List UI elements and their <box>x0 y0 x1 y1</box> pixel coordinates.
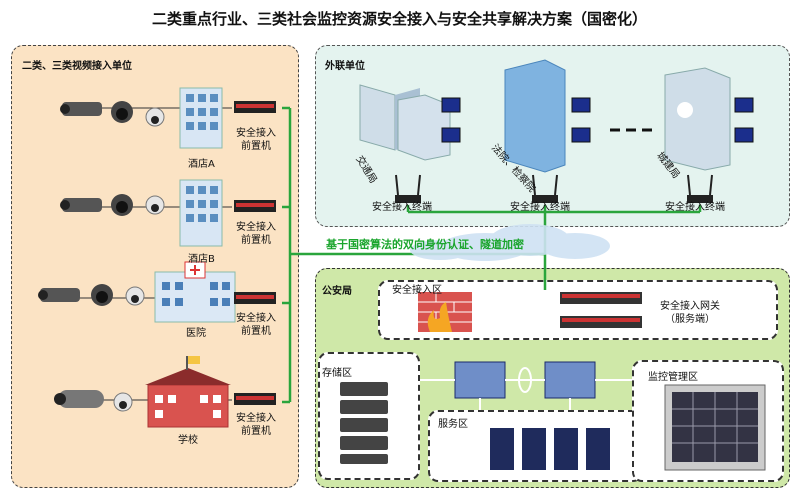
firewall-icon <box>418 292 472 332</box>
gateway-label: 安全接入网关 （服务端） <box>660 301 720 325</box>
terminal-icons <box>395 174 713 203</box>
tunnel-encryption-label: 基于国密算法的双向身份认证、隧道加密 <box>326 238 524 251</box>
service-zone-label: 服务区 <box>438 419 468 430</box>
terminal-label-transport: 安全接入终端 <box>372 202 432 213</box>
site-name-school: 学校 <box>178 435 198 446</box>
monitor-icons <box>441 97 754 143</box>
external-units-label: 外联单位 <box>325 61 365 72</box>
monitor-zone-label: 监控管理区 <box>648 372 698 383</box>
terminal-label-court: 安全接入终端 <box>510 202 570 213</box>
gateway-icons <box>560 292 642 328</box>
site-name-hotel-b: 酒店B <box>188 254 215 265</box>
server-icons <box>490 428 610 470</box>
terminal-label-construction: 安全接入终端 <box>665 202 725 213</box>
outer-building-icons <box>359 59 731 173</box>
cloud-shape <box>410 224 610 261</box>
device-label-hospital: 安全接入 前置机 <box>236 313 276 337</box>
storage-icon <box>340 382 388 464</box>
site-name-hospital: 医院 <box>186 328 206 339</box>
device-label-hotel-a: 安全接入 前置机 <box>236 128 276 152</box>
building-icons <box>145 87 236 428</box>
device-label-hotel-b: 安全接入 前置机 <box>236 222 276 246</box>
access-zone-label: 安全接入区 <box>392 285 442 296</box>
police-bureau-label: 公安局 <box>322 286 352 297</box>
camera-icons <box>38 101 165 412</box>
device-label-school: 安全接入 前置机 <box>236 413 276 437</box>
storage-zone-label: 存储区 <box>322 368 352 379</box>
video-wall-icon <box>664 384 766 471</box>
site-name-hotel-a: 酒店A <box>188 159 215 170</box>
access-units-label: 二类、三类视频接入单位 <box>22 61 132 72</box>
front-device-icons <box>234 101 276 405</box>
switch-icons <box>420 361 632 410</box>
page-title: 二类重点行业、三类社会监控资源安全接入与安全共享解决方案（国密化） <box>151 10 647 28</box>
